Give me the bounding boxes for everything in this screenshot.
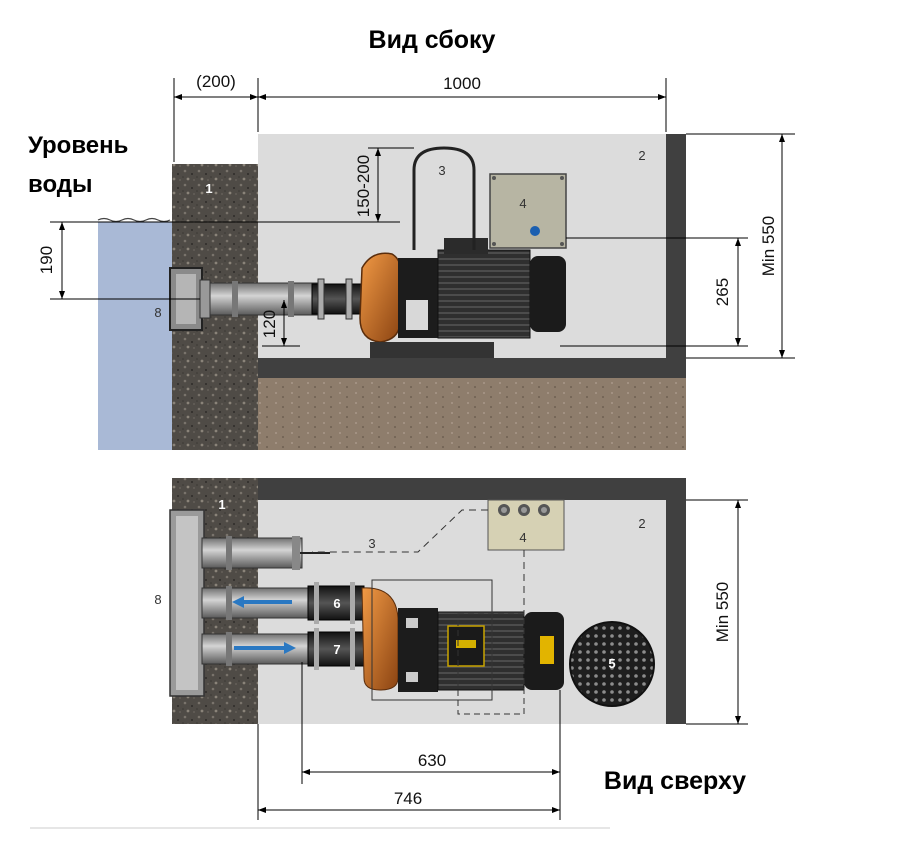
label-control-box: 4: [519, 196, 526, 211]
top-label-control-box: 4: [519, 530, 526, 545]
base-plate: [370, 342, 494, 358]
top-pit-back-wall: [258, 478, 686, 500]
top-dim-arrows: [258, 500, 741, 813]
pit-floor: [258, 358, 686, 378]
label-grate: 5: [608, 656, 615, 671]
ground: [258, 378, 686, 450]
dim-height-min: Min 550: [759, 216, 778, 276]
pump-housing: [359, 252, 402, 343]
side-clamp: [317, 278, 325, 320]
side-view: 1 2 3 4 8: [37, 72, 795, 450]
side-pipe-ring-2: [288, 281, 294, 317]
lifting-handle: [412, 146, 476, 250]
water-level-label-1: Уровень: [28, 132, 128, 159]
top-label-panel: 8: [154, 592, 161, 607]
top-view: 6 7 1 2 3 4 5 8: [154, 478, 748, 820]
water-surface: [97, 217, 171, 223]
side-view-title: Вид сбоку: [369, 26, 496, 54]
top-motor-label: [540, 636, 554, 664]
cable-route: [312, 509, 488, 553]
side-dim-arrows: [59, 94, 785, 358]
base-outline: [371, 579, 493, 701]
control-box: [489, 173, 567, 249]
side-pipe: [199, 282, 321, 316]
dim-axis-height: 265: [713, 278, 732, 306]
water-body: [98, 222, 172, 450]
top-view-title: Вид сверху: [604, 767, 746, 795]
dim-746: 746: [394, 789, 422, 808]
drain-grate: [569, 621, 655, 707]
motor-outline: [457, 613, 525, 715]
top-label-wall: 1: [218, 497, 225, 512]
top-dim-lines: [257, 499, 748, 820]
water-level-label-2: воды: [28, 171, 93, 198]
top-label-handle: 3: [368, 536, 375, 551]
label-panel: 8: [154, 305, 161, 320]
top-pump-housing: [361, 587, 399, 691]
label-suction: 6: [333, 596, 340, 611]
motor-terminal: [444, 238, 488, 254]
side-dim-lines: [50, 78, 795, 359]
dim-length: 1000: [443, 74, 481, 93]
label-pit: 2: [638, 148, 645, 163]
side-pipe-collar: [199, 279, 211, 319]
motor-fan-cover: [530, 256, 566, 332]
top-wall-panel-insert: [176, 516, 198, 690]
dim-pipe-height: 120: [260, 310, 279, 338]
label-handle: 3: [438, 163, 445, 178]
pump-bracket-window: [406, 300, 428, 330]
dim-width-min: Min 550: [713, 582, 732, 642]
top-pipe-1: [201, 537, 303, 569]
dim-wall: (200): [196, 72, 236, 91]
top-label-pit: 2: [638, 516, 645, 531]
label-wall: 1: [205, 181, 212, 196]
control-box-indicator: [530, 226, 540, 236]
top-pit-right-wall: [666, 478, 686, 724]
dim-water-depth: 190: [37, 246, 56, 274]
dim-630: 630: [418, 751, 446, 770]
side-pipe-ring: [232, 281, 238, 317]
motor-body: [437, 249, 531, 339]
pit-right-wall: [666, 134, 686, 378]
dim-clearance: 150-200: [354, 155, 373, 217]
side-clamp-2: [345, 278, 353, 320]
label-return: 7: [333, 642, 340, 657]
